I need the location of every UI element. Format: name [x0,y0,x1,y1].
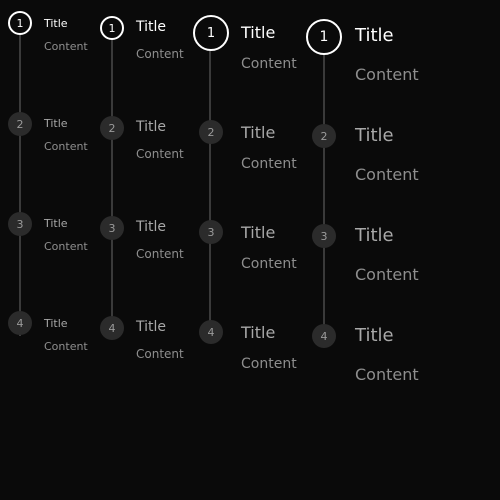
step-title: Title [136,219,167,235]
step-title: Title [355,325,394,346]
step-content: Content [136,247,184,261]
step-content: Content [241,356,297,372]
step-title: Title [241,23,276,42]
stepper-connector [209,40,211,330]
step-title: Title [355,25,394,46]
step-content: Content [241,256,297,272]
step-indicator[interactable]: 3 [100,216,124,240]
step-title: Title [136,19,167,35]
step-title: Title [44,17,68,30]
step-title: Title [241,323,276,342]
step-content: Content [44,340,88,353]
step-title: Title [241,123,276,142]
step-title: Title [241,223,276,242]
step-indicator[interactable]: 1 [8,11,32,35]
step-indicator[interactable]: 2 [312,124,336,148]
step-title: Title [355,125,394,146]
step-content: Content [44,140,88,153]
step-title: Title [136,119,167,135]
step-content: Content [44,240,88,253]
step-indicator[interactable]: 1 [193,15,229,51]
step-indicator[interactable]: 4 [100,316,124,340]
step-content: Content [136,147,184,161]
step-indicator[interactable]: 2 [8,112,32,136]
step-title: Title [136,319,167,335]
step-indicator[interactable]: 3 [199,220,223,244]
step-content: Content [241,56,297,72]
step-content: Content [44,40,88,53]
stepper-connector [111,28,113,328]
step-content: Content [136,347,184,361]
step-title: Title [44,217,68,230]
step-content: Content [355,365,419,384]
step-title: Title [355,225,394,246]
stepper-connector [323,44,325,334]
step-indicator[interactable]: 2 [199,120,223,144]
step-content: Content [241,156,297,172]
step-indicator[interactable]: 1 [306,19,342,55]
step-content: Content [136,47,184,61]
step-content: Content [355,265,419,284]
step-title: Title [44,117,68,130]
step-title: Title [44,317,68,330]
step-indicator[interactable]: 4 [199,320,223,344]
step-content: Content [355,165,419,184]
step-indicator[interactable]: 4 [8,311,32,335]
step-indicator[interactable]: 4 [312,324,336,348]
step-indicator[interactable]: 3 [8,212,32,236]
step-indicator[interactable]: 3 [312,224,336,248]
step-content: Content [355,65,419,84]
step-indicator[interactable]: 2 [100,116,124,140]
stepper-connector [19,24,21,336]
step-indicator[interactable]: 1 [100,16,124,40]
